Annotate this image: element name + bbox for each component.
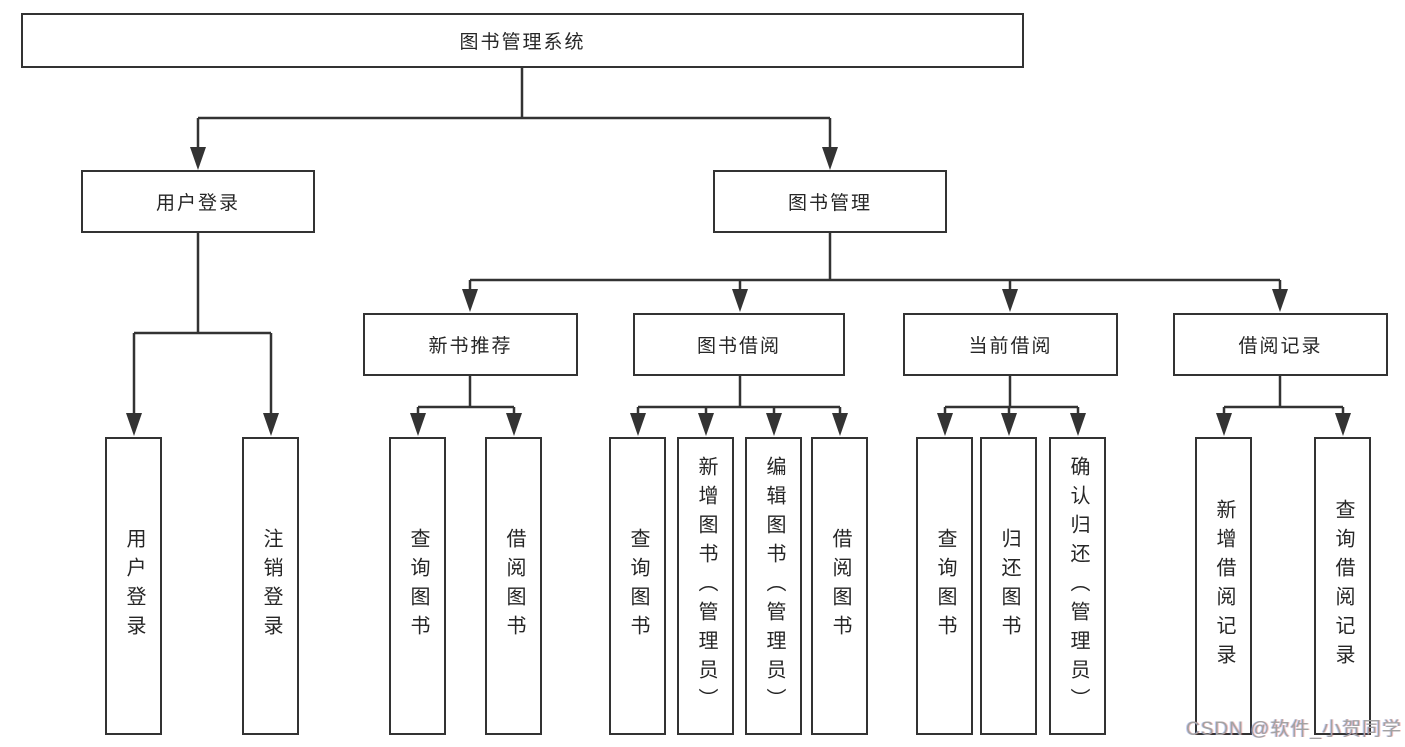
node-root-library-system: 图书管理系统 <box>21 13 1024 68</box>
connector-book-mgmt-split <box>468 233 1282 295</box>
arrow-down-icon <box>410 413 426 436</box>
connector-borrow-record-split <box>1222 376 1345 418</box>
connector-current-borrow-split <box>943 376 1080 418</box>
node-book-borrow: 图书借阅 <box>633 313 845 376</box>
arrow-down-icon <box>937 413 953 436</box>
node-user-login: 用户登录 <box>81 170 315 233</box>
node-current-borrow: 当前借阅 <box>903 313 1118 376</box>
arrow-down-icon <box>1002 289 1018 312</box>
leaf-query-borrow-record: 查询借阅记录 <box>1314 437 1371 735</box>
leaf-logout: 注销登录 <box>242 437 299 735</box>
leaf-borrow-books: 借阅图书 <box>811 437 868 735</box>
arrow-down-icon <box>1070 413 1086 436</box>
arrow-down-icon <box>506 413 522 436</box>
arrow-down-icon <box>832 413 848 436</box>
connector-new-book-split <box>416 376 516 418</box>
arrowheads <box>126 147 1351 436</box>
node-borrow-record: 借阅记录 <box>1173 313 1388 376</box>
leaf-query-books-borrow: 查询图书 <box>609 437 666 735</box>
arrow-down-icon <box>462 289 478 312</box>
arrow-down-icon <box>698 413 714 436</box>
leaf-edit-books-admin: 编辑图书（管理员） <box>745 437 802 735</box>
node-book-management: 图书管理 <box>713 170 947 233</box>
node-new-book-recommend: 新书推荐 <box>363 313 578 376</box>
arrow-down-icon <box>1216 413 1232 436</box>
leaf-confirm-return-admin: 确认归还（管理员） <box>1049 437 1106 735</box>
arrow-down-icon <box>126 413 142 436</box>
arrow-down-icon <box>766 413 782 436</box>
leaf-add-borrow-record: 新增借阅记录 <box>1195 437 1252 735</box>
connector-user-login-split <box>132 233 273 418</box>
arrow-down-icon <box>190 147 206 170</box>
arrow-down-icon <box>630 413 646 436</box>
leaf-add-books-admin: 新增图书（管理员） <box>677 437 734 735</box>
leaf-borrow-books-newbook: 借阅图书 <box>485 437 542 735</box>
csdn-watermark: CSDN @软件_小贺同学 <box>1186 719 1402 740</box>
arrow-down-icon <box>822 147 838 170</box>
arrow-down-icon <box>1272 289 1288 312</box>
leaf-query-books-newbook: 查询图书 <box>389 437 446 735</box>
leaf-query-books-current: 查询图书 <box>916 437 973 735</box>
leaf-return-books: 归还图书 <box>980 437 1037 735</box>
leaf-user-login: 用户登录 <box>105 437 162 735</box>
arrow-down-icon <box>1001 413 1017 436</box>
connector-root-split <box>196 68 832 150</box>
arrow-down-icon <box>263 413 279 436</box>
connector-book-borrow-split <box>636 376 842 418</box>
arrow-down-icon <box>1335 413 1351 436</box>
arrow-down-icon <box>732 289 748 312</box>
